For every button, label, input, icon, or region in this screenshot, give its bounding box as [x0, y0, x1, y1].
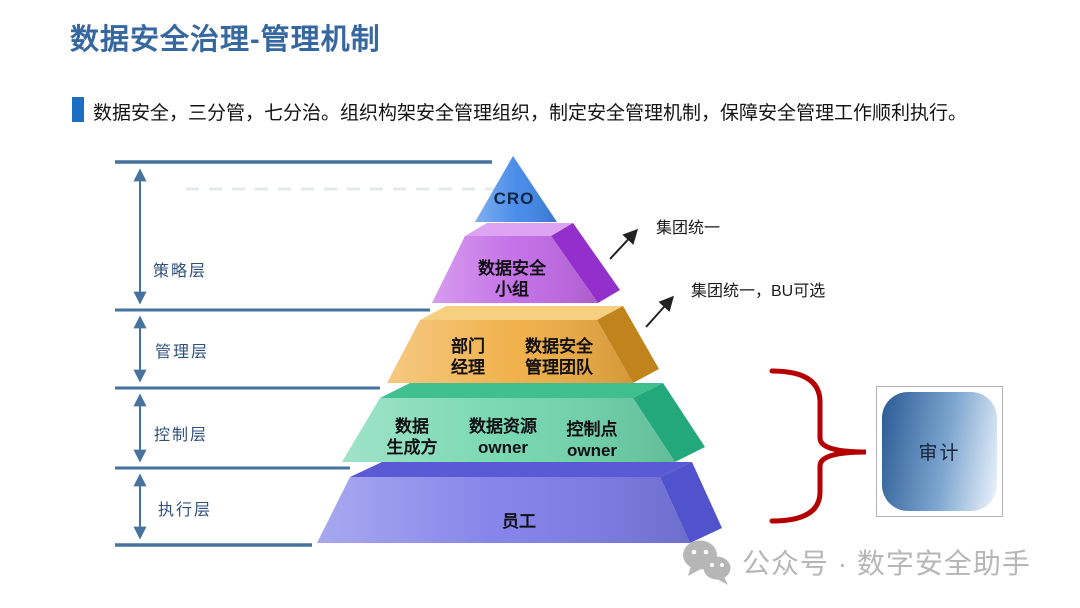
level2-top-face [465, 223, 573, 236]
pyramid-level-group [432, 223, 620, 303]
pyramid-level-employees [317, 462, 722, 543]
level1-sheen [475, 156, 557, 222]
level3-side-face [597, 306, 659, 383]
level3-c2-line2: 管理团队 [525, 358, 593, 377]
level4-top-face [380, 383, 663, 398]
level4-c1-line1: 数据 [395, 417, 429, 436]
audit-brace [769, 368, 867, 524]
pyramid-level-cro [475, 156, 557, 222]
intro-text: 数据安全，三分管，七分治。组织构架安全管理组织，制定安全管理机制，保障安全管理工… [93, 103, 968, 124]
level3-column-1: 部门 经理 [451, 336, 485, 378]
audit-label: 审计 [918, 443, 961, 464]
watermark: 公众号 · 数字安全助手 [680, 538, 1031, 586]
watermark-text: 公众号 · 数字安全助手 [742, 548, 1031, 579]
annotation-arrows [609, 228, 675, 328]
level2-label: 数据安全 小组 [478, 258, 546, 300]
annotation-arrow-2 [645, 295, 675, 328]
level5-side-face [660, 462, 722, 543]
level3-top-face [420, 306, 623, 320]
level4-side-face [633, 383, 705, 462]
pyramid-level-control [342, 383, 705, 462]
pyramid-level-management [387, 306, 659, 383]
level4-sheen [342, 398, 675, 462]
axis-label-control: 控制层 [153, 427, 209, 444]
level5-sheen [317, 477, 690, 543]
level5-top-face [350, 462, 692, 477]
level4-c3-line2: owner [566, 441, 618, 460]
audit-box-outline: 审计 [876, 386, 1003, 517]
level4-column-1: 数据 生成方 [387, 416, 438, 458]
annotation-arrow-1 [609, 228, 639, 260]
level4-c2-line1: 数据资源 [469, 417, 537, 436]
level4-c3-line1: 控制点 [566, 420, 618, 439]
level4-c1-line2: 生成方 [386, 438, 438, 457]
level3-c1-line1: 部门 [451, 337, 485, 356]
level4-column-3: 控制点 owner [567, 419, 618, 461]
level3-column-2: 数据安全 管理团队 [525, 336, 593, 378]
page-title: 数据安全治理-管理机制 [70, 24, 381, 56]
axis-label-management: 管理层 [154, 344, 210, 361]
level3-c1-line2: 经理 [451, 358, 485, 377]
level5-label: 员工 [502, 512, 536, 531]
level4-column-2: 数据资源 owner [469, 416, 537, 458]
level2-line2: 小组 [495, 280, 529, 299]
axis-label-strategy: 策略层 [152, 263, 208, 280]
level3-sheen [387, 320, 633, 383]
intro-accent-bar [72, 97, 84, 122]
audit-box: 审计 [882, 392, 997, 511]
level2-sheen [432, 236, 598, 303]
level2-line1: 数据安全 [478, 259, 546, 278]
level4-c2-line2: owner [477, 438, 529, 457]
wechat-icon [683, 540, 731, 585]
level3-c2-line1: 数据安全 [525, 337, 593, 356]
annotation-label-2: 集团统一，BU可选 [691, 283, 826, 300]
annotation-label-1: 集团统一 [656, 220, 721, 237]
axis-lines [115, 160, 492, 547]
axis-label-execution: 执行层 [157, 502, 213, 519]
level1-label: CRO [493, 189, 535, 208]
level2-side-face [551, 223, 620, 303]
